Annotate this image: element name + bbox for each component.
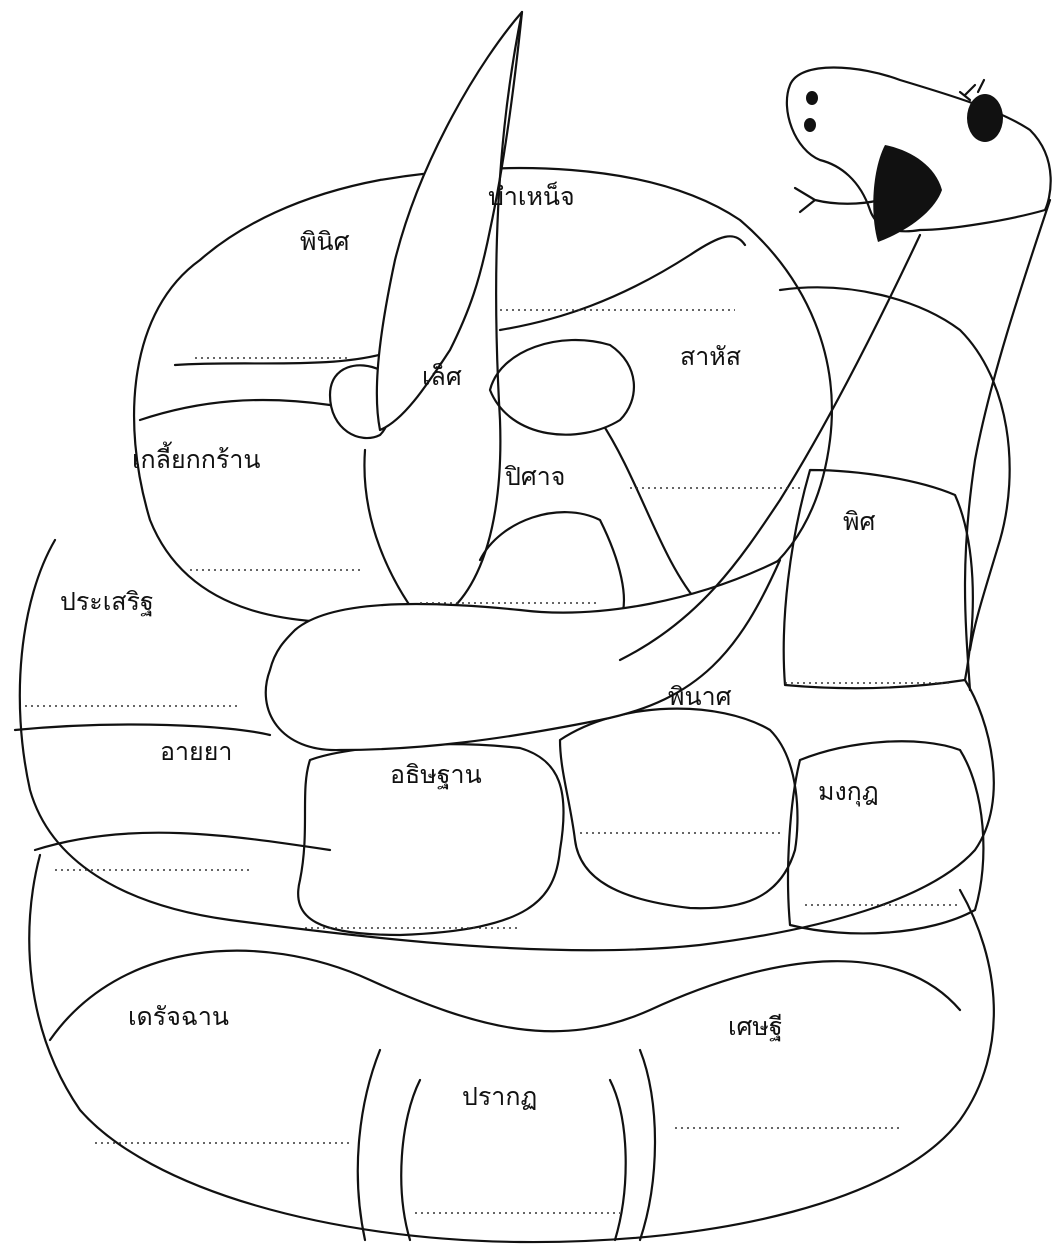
word-label: มงกุฎ (818, 777, 879, 807)
bottom-coil-outline (29, 855, 994, 1242)
middle-coil-segment (560, 709, 797, 909)
bottom-segment-divider (640, 1050, 655, 1240)
bottom-segment-divider (401, 1080, 420, 1240)
top-coil-segment (480, 512, 624, 620)
word-label: เกลี้ยกกร้าน (132, 441, 260, 474)
top-coil-segment (364, 450, 420, 620)
word-label: บำเหน็จ (488, 181, 575, 211)
word-label: พินิศ (300, 227, 350, 256)
top-coil-band (500, 236, 745, 330)
eye-icon (967, 94, 1003, 142)
word-label: พินาศ (668, 682, 732, 711)
word-label: เล็ศ (422, 361, 462, 391)
right-body-segment (784, 470, 973, 688)
word-label: ประเสริฐ (60, 587, 154, 616)
crossing-body-segment (266, 560, 780, 750)
word-label: สาหัส (680, 342, 741, 371)
word-label: ปรากฏ (462, 1082, 537, 1111)
middle-coil-band (35, 833, 330, 850)
bottom-segment-divider (610, 1080, 626, 1240)
word-label: ปิศาจ (504, 462, 565, 491)
word-label: เดรัจฉาน (128, 1002, 229, 1031)
right-body (780, 287, 1010, 650)
top-coil-band (600, 420, 700, 605)
word-label: เศษฐี (728, 1012, 783, 1041)
word-label: อธิษฐาน (390, 760, 482, 789)
middle-coil-band (15, 725, 270, 735)
bottom-segment-divider (358, 1050, 380, 1240)
coil-knot (490, 340, 634, 435)
word-label: พิศ (843, 507, 875, 536)
snake-neck (620, 235, 920, 660)
word-label: อายยา (160, 737, 232, 766)
nostril-icon (806, 91, 818, 105)
nostril-icon (804, 118, 816, 132)
top-coil-band (140, 400, 330, 420)
